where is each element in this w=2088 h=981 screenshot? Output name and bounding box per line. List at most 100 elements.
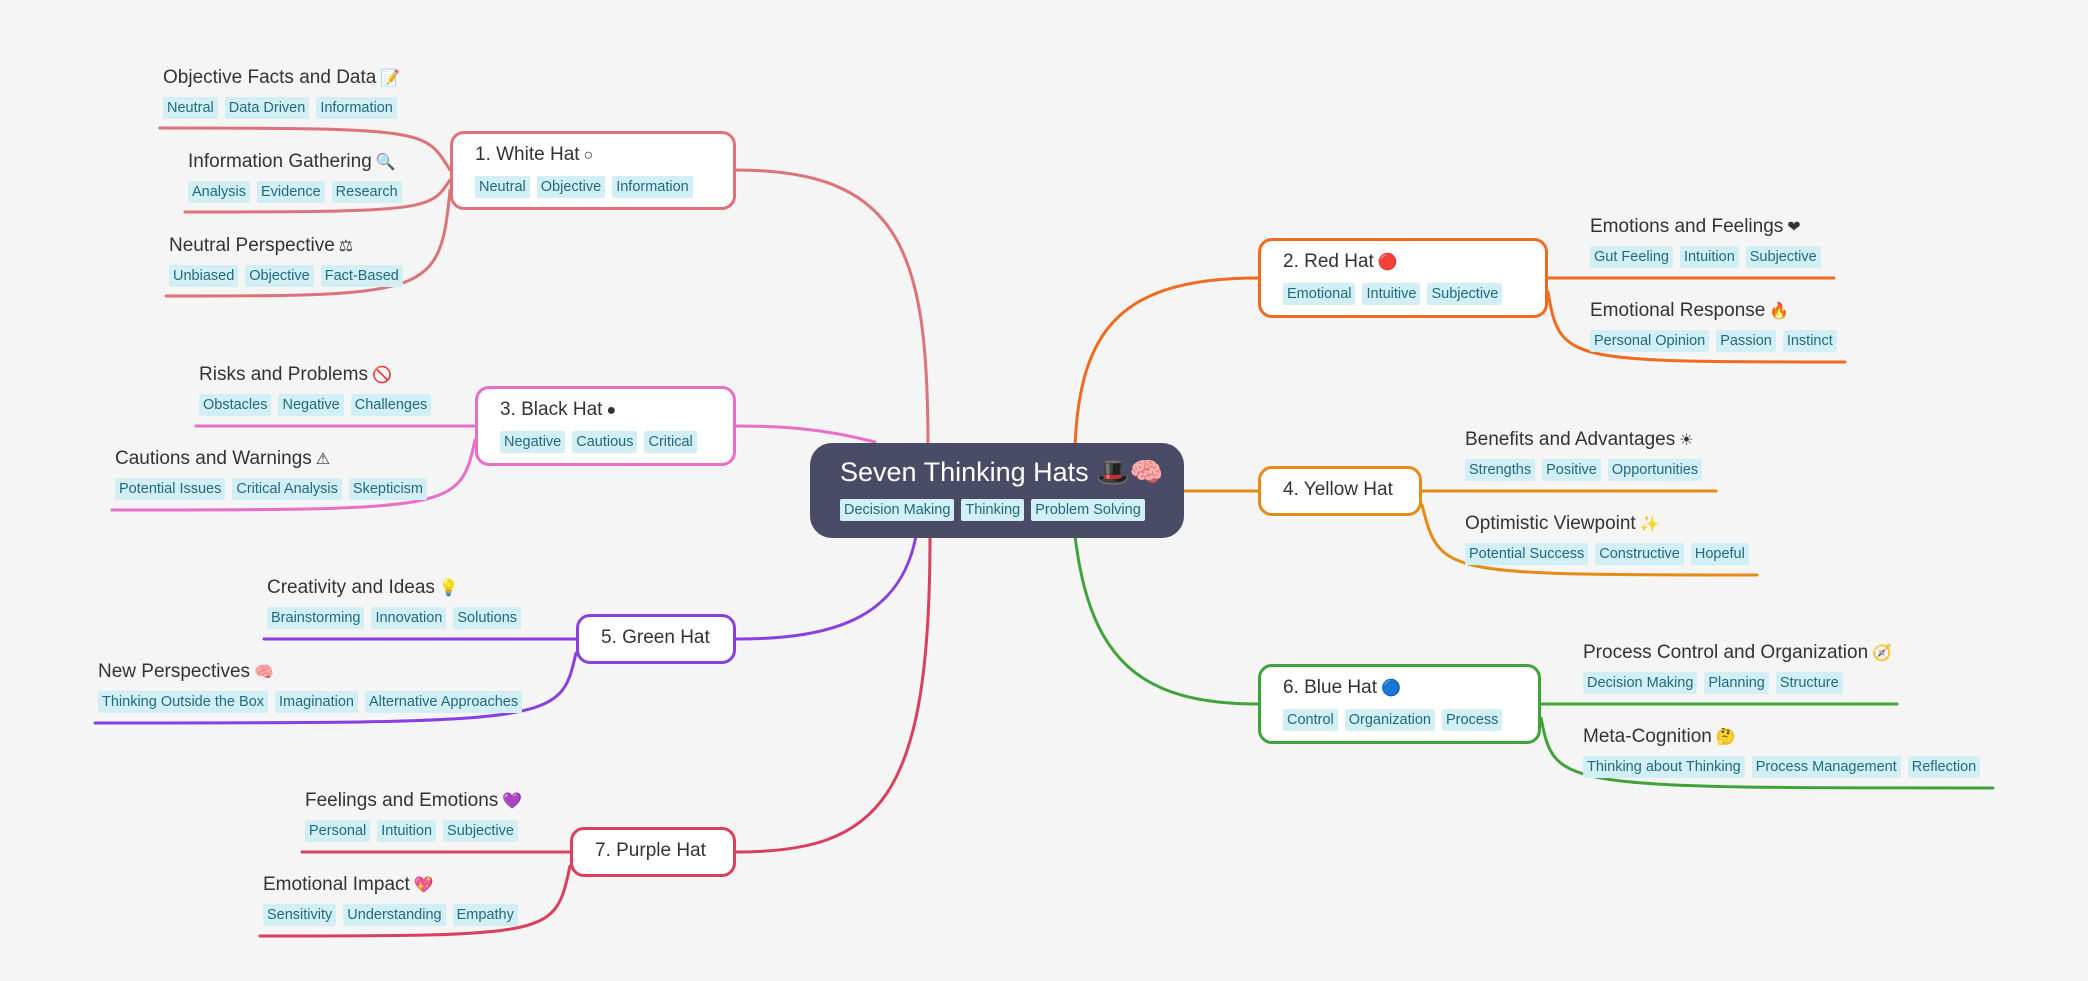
tag: Intuition bbox=[1679, 246, 1739, 268]
topic-tags: Sensitivity Understanding Empathy bbox=[263, 904, 518, 926]
hat-white[interactable]: 1. White Hat○ Neutral Objective Informat… bbox=[450, 131, 736, 210]
topic-tags: Potential Success Constructive Hopeful bbox=[1465, 543, 1749, 565]
warning-icon: ⚠ bbox=[315, 451, 331, 468]
tag: Sensitivity bbox=[263, 904, 337, 926]
tag: Unbiased bbox=[169, 265, 239, 287]
topic-title: Emotional Impact💖 bbox=[263, 873, 518, 898]
topic-tags: Personal Opinion Passion Instinct bbox=[1590, 330, 1837, 352]
tag: Subjective bbox=[443, 820, 518, 842]
memo-icon: 📝 bbox=[380, 70, 401, 87]
topic-title: Information Gathering🔍 bbox=[188, 150, 402, 175]
topic-tags: Decision Making Planning Structure bbox=[1583, 672, 1892, 694]
fire-icon: 🔥 bbox=[1769, 303, 1790, 320]
tag: Personal bbox=[305, 820, 371, 842]
topic-title: Risks and Problems🚫 bbox=[199, 363, 431, 388]
hat-tags: Control Organization Process bbox=[1283, 709, 1516, 731]
tag: Neutral bbox=[475, 176, 530, 198]
topic-information-gathering[interactable]: Information Gathering🔍 Analysis Evidence… bbox=[188, 150, 402, 203]
prohibited-icon: 🚫 bbox=[371, 367, 392, 384]
topic-title: Emotional Response🔥 bbox=[1590, 299, 1837, 324]
thinking-face-icon: 🤔 bbox=[1715, 729, 1736, 746]
tag: Intuition bbox=[377, 820, 437, 842]
hat-title-text: 1. White Hat bbox=[475, 144, 580, 165]
tag: Evidence bbox=[257, 181, 325, 203]
tag: Potential Success bbox=[1465, 543, 1589, 565]
topic-emotions-feelings[interactable]: Emotions and Feelings❤ Gut Feeling Intui… bbox=[1590, 215, 1821, 268]
tag: Critical bbox=[644, 431, 697, 453]
hat-green[interactable]: 5. Green Hat bbox=[576, 614, 736, 664]
tag: Research bbox=[331, 181, 402, 203]
tag: Obstacles bbox=[199, 394, 272, 416]
topic-emotional-response[interactable]: Emotional Response🔥 Personal Opinion Pas… bbox=[1590, 299, 1837, 352]
link-black-leaf-2 bbox=[110, 438, 477, 512]
tag: Innovation bbox=[371, 607, 447, 629]
tag: Thinking Outside the Box bbox=[98, 691, 269, 713]
hat-black[interactable]: 3. Black Hat● Negative Cautious Critical bbox=[475, 386, 736, 466]
hat-tags: Negative Cautious Critical bbox=[500, 431, 711, 453]
topic-feelings-emotions[interactable]: Feelings and Emotions💜 Personal Intuitio… bbox=[305, 789, 522, 842]
topic-title: Neutral Perspective⚖ bbox=[169, 234, 403, 259]
tag: Decision Making bbox=[840, 499, 955, 521]
topic-title: Meta-Cognition🤔 bbox=[1583, 725, 1980, 750]
hat-title-text: 3. Black Hat bbox=[500, 399, 603, 420]
tag: Passion bbox=[1716, 330, 1776, 352]
topic-benefits-advantages[interactable]: Benefits and Advantages☀ Strengths Posit… bbox=[1465, 428, 1703, 481]
topic-title-text: Objective Facts and Data bbox=[163, 67, 377, 88]
topic-emotional-impact[interactable]: Emotional Impact💖 Sensitivity Understand… bbox=[263, 873, 518, 926]
sparkling-heart-icon: 💖 bbox=[413, 877, 434, 894]
topic-title-text: Emotional Response bbox=[1590, 300, 1766, 321]
link-root-black-hat bbox=[734, 424, 877, 444]
topic-title-text: Optimistic Viewpoint bbox=[1465, 513, 1636, 534]
topic-title-text: Creativity and Ideas bbox=[267, 577, 435, 598]
circle-outline-icon: ○ bbox=[583, 147, 594, 164]
topic-title-text: Process Control and Organization bbox=[1583, 642, 1869, 663]
sun-icon: ☀ bbox=[1679, 432, 1694, 449]
topic-optimistic-viewpoint[interactable]: Optimistic Viewpoint✨ Potential Success … bbox=[1465, 512, 1749, 565]
root-topic[interactable]: Seven Thinking Hats 🎩🧠 Decision Making T… bbox=[810, 443, 1184, 538]
hat-title: 5. Green Hat bbox=[601, 626, 711, 650]
scales-icon: ⚖ bbox=[338, 238, 354, 255]
magnifier-icon: 🔍 bbox=[375, 154, 396, 171]
tag: Brainstorming bbox=[267, 607, 365, 629]
hat-title: 3. Black Hat● bbox=[500, 398, 711, 423]
tag: Negative bbox=[500, 431, 566, 453]
topic-meta-cognition[interactable]: Meta-Cognition🤔 Thinking about Thinking … bbox=[1583, 725, 1981, 778]
link-white-leaf-3 bbox=[164, 188, 452, 298]
tag: Control bbox=[1283, 709, 1338, 731]
tag: Personal Opinion bbox=[1590, 330, 1710, 352]
topic-risks-problems[interactable]: Risks and Problems🚫 Obstacles Negative C… bbox=[199, 363, 432, 416]
root-emoji-icon: 🎩🧠 bbox=[1096, 457, 1164, 487]
topic-tags: Thinking about Thinking Process Manageme… bbox=[1583, 756, 1981, 778]
tag: Opportunities bbox=[1607, 459, 1703, 481]
tag: Solutions bbox=[453, 607, 522, 629]
topic-title: Feelings and Emotions💜 bbox=[305, 789, 522, 814]
hat-title-text: 5. Green Hat bbox=[601, 627, 710, 648]
link-root-blue-hat bbox=[1073, 534, 1260, 706]
tag: Potential Issues bbox=[115, 478, 226, 500]
topic-objective-facts[interactable]: Objective Facts and Data📝 Neutral Data D… bbox=[163, 66, 400, 119]
link-root-green-hat bbox=[734, 534, 918, 641]
link-root-white-hat bbox=[734, 168, 930, 448]
hat-blue[interactable]: 6. Blue Hat🔵 Control Organization Proces… bbox=[1258, 664, 1541, 744]
link-red-leaf-2 bbox=[1546, 290, 1847, 364]
topic-title-text: Neutral Perspective bbox=[169, 235, 335, 256]
topic-title-text: Information Gathering bbox=[188, 151, 372, 172]
topic-title-text: Risks and Problems bbox=[199, 364, 368, 385]
black-circle-icon: ● bbox=[606, 402, 617, 419]
topic-neutral-perspective[interactable]: Neutral Perspective⚖ Unbiased Objective … bbox=[169, 234, 403, 287]
topic-tags: Potential Issues Critical Analysis Skept… bbox=[115, 478, 428, 500]
hat-purple[interactable]: 7. Purple Hat bbox=[570, 827, 736, 877]
topic-tags: Analysis Evidence Research bbox=[188, 181, 402, 203]
topic-tags: Obstacles Negative Challenges bbox=[199, 394, 432, 416]
tag: Information bbox=[612, 176, 693, 198]
topic-title: Creativity and Ideas💡 bbox=[267, 576, 521, 601]
topic-cautions-warnings[interactable]: Cautions and Warnings⚠ Potential Issues … bbox=[115, 447, 428, 500]
hat-yellow[interactable]: 4. Yellow Hat bbox=[1258, 466, 1422, 516]
topic-tags: Strengths Positive Opportunities bbox=[1465, 459, 1703, 481]
topic-new-perspectives[interactable]: New Perspectives🧠 Thinking Outside the B… bbox=[98, 660, 523, 713]
hat-red[interactable]: 2. Red Hat🔴 Emotional Intuitive Subjecti… bbox=[1258, 238, 1548, 318]
topic-title: Emotions and Feelings❤ bbox=[1590, 215, 1821, 240]
topic-process-control[interactable]: Process Control and Organization🧭 Decisi… bbox=[1583, 641, 1892, 694]
topic-title-text: Cautions and Warnings bbox=[115, 448, 312, 469]
topic-creativity-ideas[interactable]: Creativity and Ideas💡 Brainstorming Inno… bbox=[267, 576, 522, 629]
